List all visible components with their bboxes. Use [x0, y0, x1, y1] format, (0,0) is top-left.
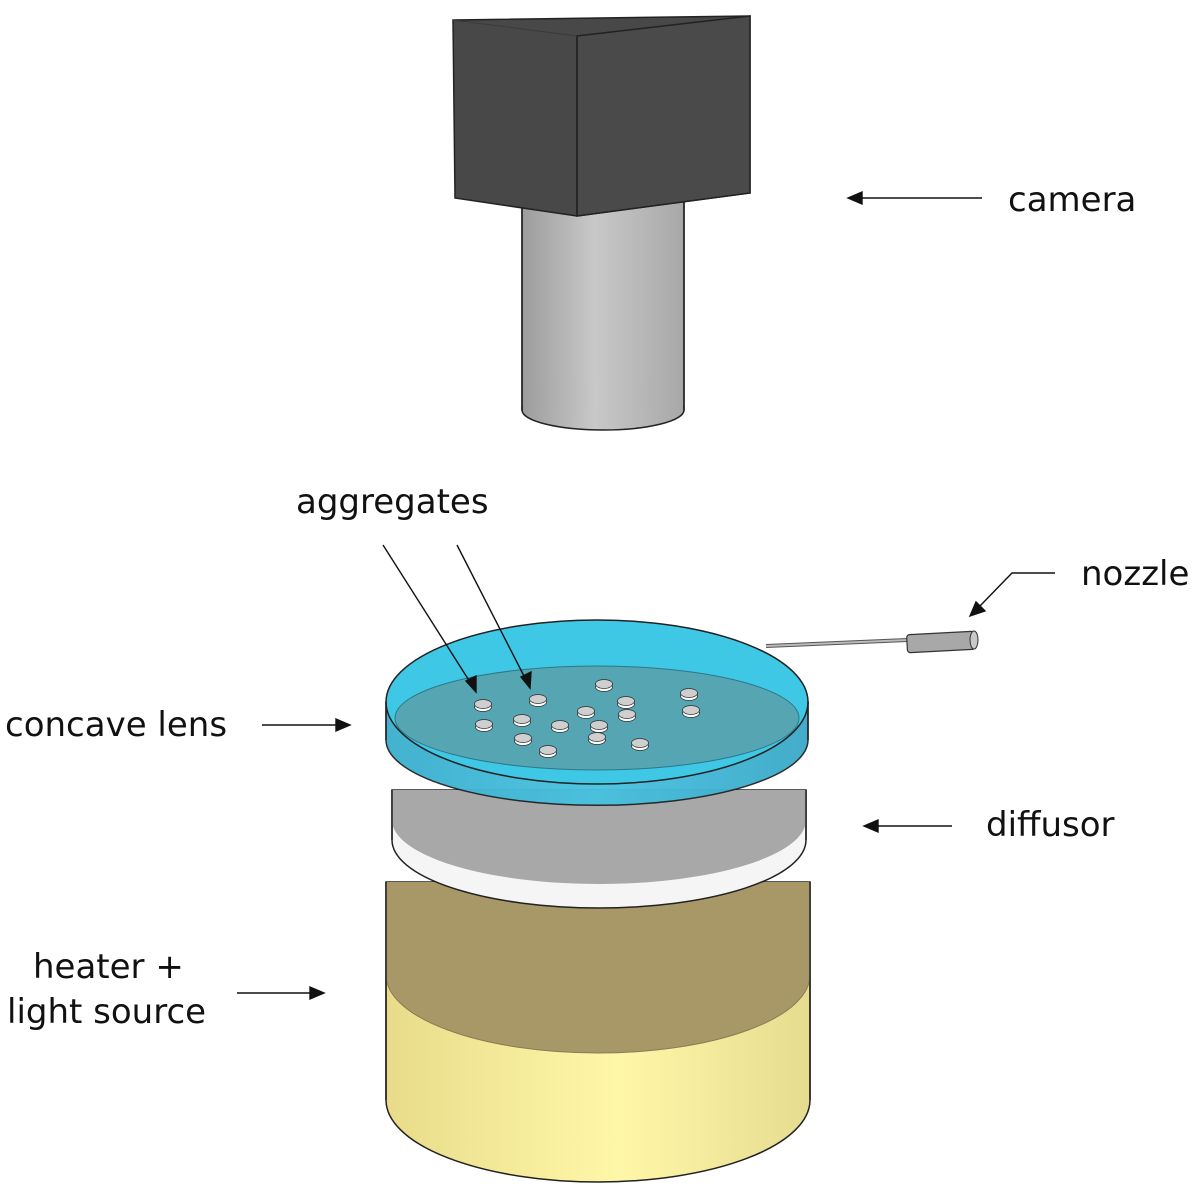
- aggregate-disc: [539, 745, 557, 758]
- arrows: [237, 190, 1055, 1001]
- aggregate-disc: [529, 694, 547, 707]
- aggregates-arrows: [382, 544, 532, 694]
- heater-arrow: [237, 985, 326, 1001]
- diffusor: [391, 789, 807, 909]
- concave-lens: [385, 619, 809, 807]
- aggregate-disc: [618, 709, 636, 722]
- heater-label-line1: heater +: [33, 947, 184, 987]
- aggregates-label: aggregates: [296, 482, 489, 522]
- diffusor-arrow: [862, 818, 952, 834]
- heater-light-source: [385, 881, 811, 1183]
- aggregate-disc: [617, 696, 635, 709]
- camera-label: camera: [1008, 180, 1137, 220]
- aggregate-disc: [475, 719, 493, 732]
- nozzle: [765, 630, 979, 654]
- aggregate-disc: [551, 720, 569, 733]
- aggregate-disc: [595, 679, 613, 692]
- aggregate-disc: [682, 705, 700, 718]
- camera-arrow: [846, 190, 982, 206]
- concave-lens-arrow: [262, 717, 352, 733]
- concave-lens-label: concave lens: [5, 705, 228, 745]
- aggregate-particles: [474, 679, 700, 758]
- nozzle-label: nozzle: [1081, 554, 1190, 594]
- aggregate-disc: [577, 706, 595, 719]
- heater-label-line2: light source: [7, 992, 207, 1032]
- camera-assembly: [452, 15, 751, 431]
- diffusor-label: diffusor: [986, 805, 1115, 845]
- aggregate-disc: [513, 714, 531, 727]
- aggregate-disc: [514, 733, 532, 746]
- aggregate-disc: [590, 720, 608, 733]
- camera-lens-tube: [521, 187, 685, 431]
- aggregate-disc: [588, 732, 606, 745]
- nozzle-arrow: [968, 572, 1055, 618]
- camera-body: [452, 15, 751, 217]
- aggregate-disc: [631, 738, 649, 751]
- aggregate-disc: [474, 699, 492, 712]
- aggregate-disc: [680, 688, 698, 701]
